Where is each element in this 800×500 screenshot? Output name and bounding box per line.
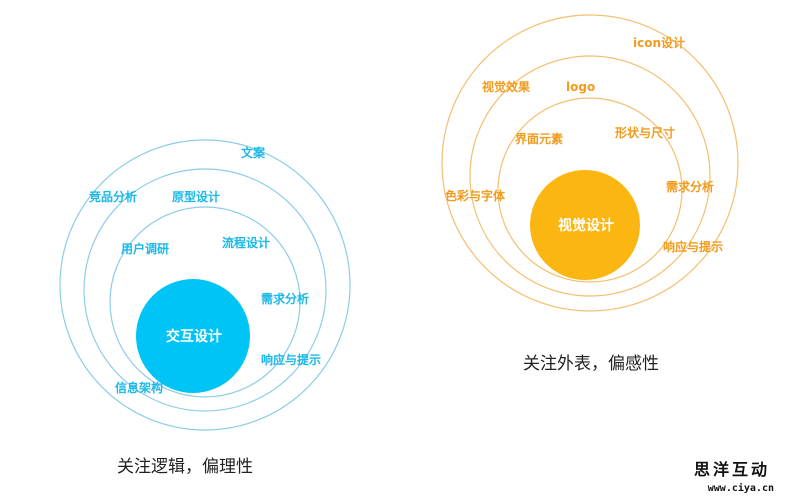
interaction-ring-middle [83, 168, 327, 412]
visual-diagram: 视觉设计 icon设计 视觉效果 logo 界面元素 形状与尺寸 色彩与字体 需… [441, 14, 739, 312]
interaction-ring-outer [59, 139, 351, 431]
interaction-caption: 关注逻辑，偏理性 [117, 457, 253, 477]
interaction-label-copywriting: 文案 [241, 145, 266, 160]
watermark-url: www.ciya.cn [707, 483, 774, 494]
visual-label-interface-elements: 界面元素 [515, 131, 563, 146]
interaction-ring-inner [109, 206, 301, 398]
interaction-label-prototyping: 原型设计 [172, 189, 220, 204]
interaction-label-information-architecture: 信息架构 [115, 380, 163, 395]
visual-core [530, 170, 640, 280]
visual-ring-middle [469, 55, 711, 297]
visual-label-response-prompt: 响应与提示 [663, 239, 723, 254]
interaction-core [136, 279, 250, 393]
interaction-center-label: 交互设计 [166, 328, 222, 345]
interaction-label-response-prompt: 响应与提示 [261, 352, 321, 367]
interaction-label-flow-design: 流程设计 [222, 235, 270, 250]
visual-label-icon-design: icon设计 [633, 35, 685, 50]
interaction-diagram: 交互设计 文案 竞品分析 原型设计 用户调研 流程设计 需求分析 响应与提示 信… [59, 139, 351, 431]
interaction-label-requirement-analysis: 需求分析 [261, 291, 309, 306]
visual-caption: 关注外表，偏感性 [523, 354, 659, 374]
visual-ring-outer [441, 14, 739, 312]
visual-label-color-font: 色彩与字体 [445, 188, 506, 203]
visual-label-shape-size: 形状与尺寸 [615, 125, 675, 140]
interaction-label-user-research: 用户调研 [120, 241, 169, 256]
visual-ring-inner [497, 97, 683, 283]
visual-label-logo: logo [566, 80, 595, 94]
interaction-label-competitive-analysis: 竞品分析 [89, 189, 137, 204]
visual-label-visual-effect: 视觉效果 [482, 79, 530, 94]
visual-label-requirement-analysis: 需求分析 [666, 179, 714, 194]
watermark-brand: 思洋互动 [693, 460, 770, 479]
visual-center-label: 视觉设计 [558, 217, 614, 234]
